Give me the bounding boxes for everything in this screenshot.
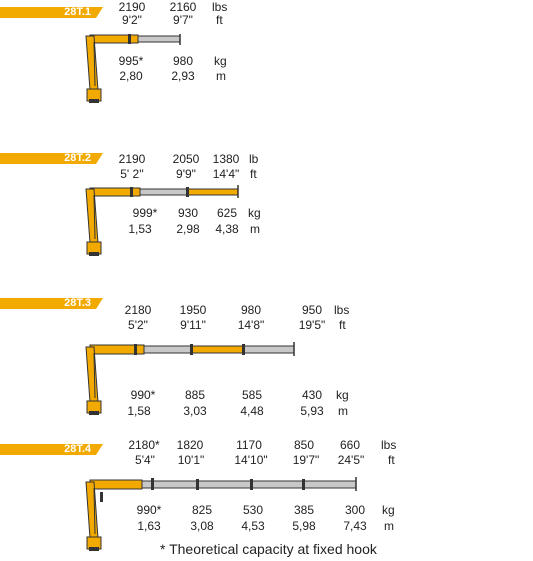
reach-m: 7,43 xyxy=(343,519,367,533)
capacity-lbs: 660 xyxy=(339,438,361,452)
unit-m: m xyxy=(250,222,260,236)
capacity-lbs: 2160 xyxy=(169,0,197,14)
footnote: * Theoretical capacity at fixed hook xyxy=(160,541,377,557)
unit-kg: kg xyxy=(248,206,261,220)
model-tag: 28T.2 xyxy=(0,153,103,164)
reach-ft: 14'10" xyxy=(234,453,268,467)
unit-kg: kg xyxy=(382,503,395,517)
capacity-kg: 530 xyxy=(242,503,264,517)
reach-m: 1,53 xyxy=(128,222,152,236)
capacity-kg: 625 xyxy=(216,206,238,220)
capacity-lbs: 2190 xyxy=(118,152,146,166)
capacity-lbs: 1820 xyxy=(176,438,204,452)
unit-lb: lb xyxy=(249,152,259,166)
capacity-kg: 980 xyxy=(172,54,194,68)
capacity-kg: 385 xyxy=(293,503,315,517)
reach-ft: 10'1" xyxy=(177,453,205,467)
reach-ft: 9'9" xyxy=(176,167,196,181)
capacity-kg: 585 xyxy=(241,388,263,402)
unit-ft: ft xyxy=(216,13,223,27)
capacity-kg: 990* xyxy=(136,503,162,517)
reach-m: 2,98 xyxy=(176,222,200,236)
reach-ft: 19'5" xyxy=(298,318,326,332)
unit-m: m xyxy=(338,404,348,418)
capacity-kg: 990* xyxy=(130,388,156,402)
capacity-lbs: 1170 xyxy=(236,438,262,452)
reach-m: 3,08 xyxy=(190,519,214,533)
unit-m: m xyxy=(384,519,394,533)
capacity-lbs: 850 xyxy=(293,438,315,452)
reach-m: 5,93 xyxy=(300,404,324,418)
unit-m: m xyxy=(216,69,226,83)
capacity-kg: 930 xyxy=(177,206,199,220)
capacity-lbs: 950 xyxy=(301,303,323,317)
unit-lbs: lbs xyxy=(334,303,350,317)
reach-m: 1,63 xyxy=(137,519,161,533)
capacity-lbs: 1950 xyxy=(179,303,207,317)
reach-ft: 24'5" xyxy=(337,453,365,467)
model-tag: 28T.3 xyxy=(0,298,103,309)
reach-m: 2,93 xyxy=(171,69,195,83)
crane-diagram xyxy=(85,477,357,551)
unit-kg: kg xyxy=(214,54,227,68)
capacity-kg: 995* xyxy=(118,54,144,68)
reach-ft: 5' 2'' xyxy=(120,167,144,181)
capacity-lbs: 2180* xyxy=(128,438,160,452)
reach-ft: 9'2" xyxy=(122,13,142,27)
capacity-kg: 300 xyxy=(344,503,366,517)
reach-ft: 5'2" xyxy=(128,318,148,332)
model-tag: 28T.4 xyxy=(0,444,103,455)
unit-kg: kg xyxy=(336,388,349,402)
capacity-lbs: 2190 xyxy=(118,0,146,14)
capacity-lbs: 2050 xyxy=(172,152,200,166)
capacity-kg: 430 xyxy=(301,388,323,402)
reach-ft: 14'8" xyxy=(237,318,265,332)
unit-ft: ft xyxy=(388,453,395,467)
crane-diagram xyxy=(85,185,239,256)
unit-lbs: lbs xyxy=(381,438,397,452)
reach-ft: 14'4" xyxy=(212,167,240,181)
model-tag: 28T.1 xyxy=(0,7,103,18)
crane-diagram xyxy=(85,34,181,103)
unit-ft: ft xyxy=(339,318,346,332)
unit-lbs: lbs xyxy=(212,0,228,14)
reach-m: 3,03 xyxy=(183,404,207,418)
reach-ft: 5'4" xyxy=(135,453,155,467)
capacity-kg: 825 xyxy=(191,503,213,517)
reach-m: 5,98 xyxy=(292,519,316,533)
capacity-lbs: 1380 xyxy=(212,152,240,166)
reach-ft: 9'11" xyxy=(180,318,206,332)
unit-ft: ft xyxy=(250,167,257,181)
reach-m: 4,48 xyxy=(240,404,264,418)
reach-m: 2,80 xyxy=(119,69,143,83)
capacity-kg: 999* xyxy=(132,206,158,220)
capacity-lbs: 2180 xyxy=(124,303,152,317)
crane-diagram xyxy=(85,342,295,415)
reach-m: 4,38 xyxy=(215,222,239,236)
reach-ft: 19'7" xyxy=(292,453,320,467)
reach-m: 1,58 xyxy=(127,404,151,418)
capacity-kg: 885 xyxy=(184,388,206,402)
reach-ft: 9'7" xyxy=(173,13,193,27)
reach-m: 4,53 xyxy=(241,519,265,533)
capacity-lbs: 980 xyxy=(240,303,262,317)
